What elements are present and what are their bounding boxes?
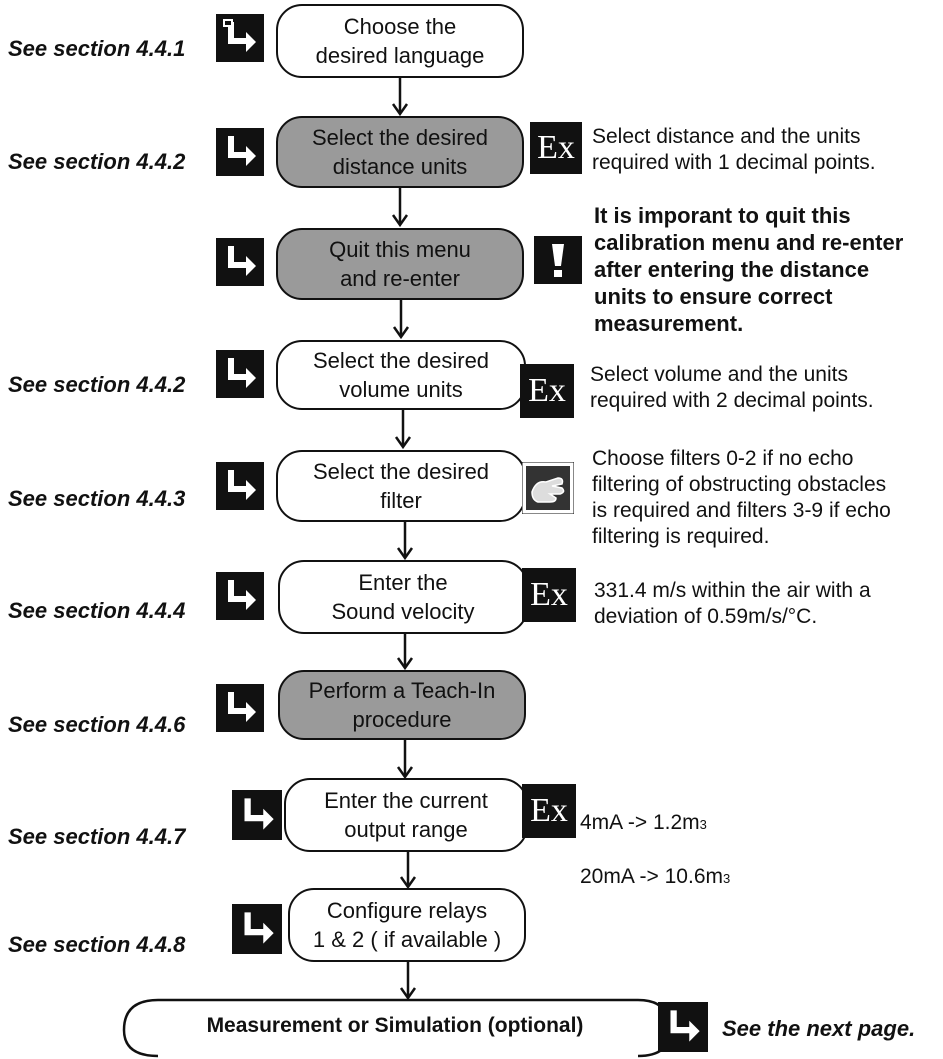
keypad-arrow-icon	[216, 128, 264, 176]
note-volume-units: Select volume and the units required wit…	[590, 363, 874, 412]
example-icon: Ex	[520, 364, 574, 418]
note-quit-warning: It is imporant to quit this calibration …	[594, 203, 904, 336]
note-line-20mA: 20mA -> 10.6m3	[580, 865, 731, 888]
arrowhead-2	[391, 214, 409, 228]
keypad-arrow-icon	[216, 462, 264, 510]
arrowhead-9	[399, 987, 417, 1001]
arrowhead-6	[396, 657, 414, 671]
keypad-arrow-icon	[216, 14, 264, 62]
section-ref-5: See section 4.4.3	[8, 486, 186, 511]
arrowhead-7	[396, 766, 414, 780]
arrowhead-8	[399, 876, 417, 890]
keypad-arrow-icon	[658, 1002, 708, 1052]
keypad-arrow-icon	[216, 572, 264, 620]
hand-tip-icon	[522, 462, 574, 514]
section-ref-4: See section 4.4.2	[8, 372, 186, 397]
step-volume-units: Select the desired volume units	[276, 340, 526, 410]
step-choose-language: Choose the desired language	[276, 4, 524, 78]
note-output-range: 4mA -> 1.2m3 20mA -> 10.6m3	[580, 784, 730, 918]
section-ref-8: See section 4.4.7	[8, 824, 186, 849]
section-ref-9: See section 4.4.8	[8, 932, 186, 957]
step-quit-reenter: Quit this menu and re-enter	[276, 228, 524, 300]
step-filter: Select the desired filter	[276, 450, 526, 522]
step-teach-in: Perform a Teach-In procedure	[278, 670, 526, 740]
step-configure-relays: Configure relays 1 & 2 ( if available )	[288, 888, 526, 962]
example-icon: Ex	[522, 568, 576, 622]
arrowhead-5	[396, 547, 414, 561]
section-ref-2: See section 4.4.2	[8, 149, 186, 174]
keypad-arrow-icon	[232, 790, 282, 840]
keypad-arrow-icon	[216, 350, 264, 398]
arrowhead-4	[394, 436, 412, 450]
section-ref-1: See section 4.4.1	[8, 36, 186, 61]
keypad-arrow-icon	[216, 238, 264, 286]
keypad-arrow-icon	[216, 684, 264, 732]
section-ref-6: See section 4.4.4	[8, 598, 186, 623]
terminal-label: Measurement or Simulation (optional)	[206, 1014, 584, 1037]
arrowhead-1	[391, 103, 409, 117]
exclamation-icon	[534, 236, 582, 284]
step-output-range: Enter the current output range	[284, 778, 528, 852]
section-ref-7: See section 4.4.6	[8, 712, 186, 737]
next-page-ref: See the next page.	[722, 1016, 916, 1041]
arrowhead-3	[392, 326, 410, 340]
note-line-4mA: 4mA -> 1.2m3	[580, 811, 707, 834]
note-filter: Choose filters 0-2 if no echo filtering …	[592, 447, 891, 548]
note-sound-velocity: 331.4 m/s within the air with a deviatio…	[594, 579, 871, 628]
note-distance-units: Select distance and the units required w…	[592, 125, 876, 174]
step-sound-velocity: Enter the Sound velocity	[278, 560, 528, 634]
keypad-arrow-icon	[232, 904, 282, 954]
example-icon: Ex	[522, 784, 576, 838]
example-icon: Ex	[530, 122, 582, 174]
step-distance-units: Select the desired distance units	[276, 116, 524, 188]
